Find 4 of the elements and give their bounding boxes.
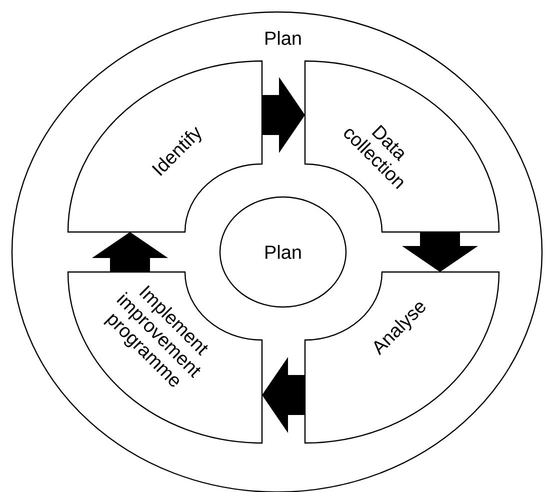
block-arrow [402,232,478,272]
block-arrow [262,77,305,153]
block-arrow [262,357,305,433]
block-arrow [92,232,168,272]
